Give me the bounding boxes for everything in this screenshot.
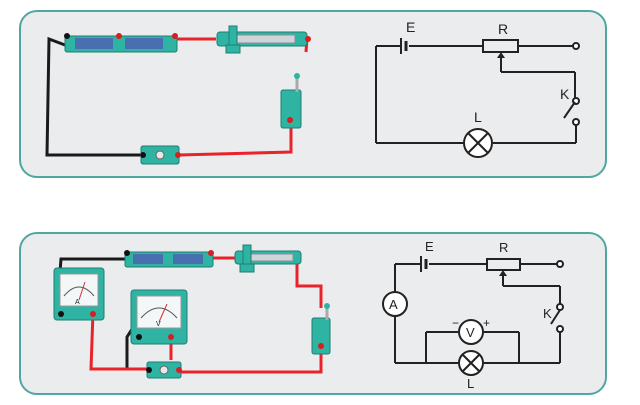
- lamp-label: L: [467, 376, 474, 391]
- rheostat-label: R: [498, 21, 508, 37]
- rheostat: [234, 244, 302, 273]
- voltmeter-symbol-circle: [458, 319, 484, 345]
- rheostat-symbol: [486, 258, 521, 271]
- lamp-holder: [140, 145, 181, 165]
- ammeter-symbol-label: A: [389, 297, 398, 312]
- voltmeter: V: [130, 289, 188, 345]
- battery-holder: [64, 33, 178, 53]
- rheostat-label: R: [499, 240, 508, 255]
- voltmeter-minus-sign: −: [452, 316, 459, 330]
- top-black-wire: [45, 36, 140, 157]
- voltmeter-symbol-label: V: [466, 325, 475, 340]
- switch-blade: [563, 101, 576, 119]
- rheostat-slider-arrow: [497, 52, 505, 58]
- top-panel-drawing: E R K L: [45, 19, 580, 165]
- rheostat: [216, 25, 311, 54]
- battery-label: E: [425, 239, 434, 254]
- voltmeter-face-label: V: [156, 321, 161, 328]
- bottom-panel-drawing: A V: [53, 239, 564, 391]
- top-physical-circuit: [45, 25, 311, 165]
- terminal-top: [572, 42, 580, 50]
- ammeter-face-label: A: [75, 299, 80, 306]
- terminal-top: [556, 260, 564, 268]
- bottom-circuit-panel: A V: [19, 232, 607, 395]
- switch-label: K: [560, 86, 570, 102]
- top-red-wire-3: [178, 123, 293, 157]
- lamp-holder: [146, 361, 182, 379]
- bottom-red-wire-1: [89, 311, 147, 371]
- bottom-schematic: [382, 256, 564, 376]
- top-schematic: [375, 38, 580, 158]
- switch-contact-bottom: [556, 325, 564, 333]
- bottom-red-wire-4: [181, 354, 323, 374]
- battery-label: E: [406, 19, 415, 35]
- switch-contact-bottom: [572, 118, 580, 126]
- rheostat-symbol: [482, 39, 519, 53]
- bottom-physical-circuit: A V: [53, 244, 331, 379]
- rheostat-slider-arrow: [499, 270, 507, 276]
- bottom-red-wire-3: [295, 258, 323, 308]
- switch-label: K: [543, 306, 552, 321]
- ammeter: A: [53, 267, 105, 321]
- voltmeter-plus-sign: +: [483, 316, 490, 330]
- battery-holder: [124, 250, 214, 268]
- switch-blade: [550, 309, 561, 325]
- switch: [311, 303, 331, 355]
- lamp-label: L: [474, 109, 482, 125]
- top-circuit-panel: E R K L: [19, 10, 607, 178]
- switch: [280, 73, 302, 129]
- switch-contact-top: [556, 303, 564, 311]
